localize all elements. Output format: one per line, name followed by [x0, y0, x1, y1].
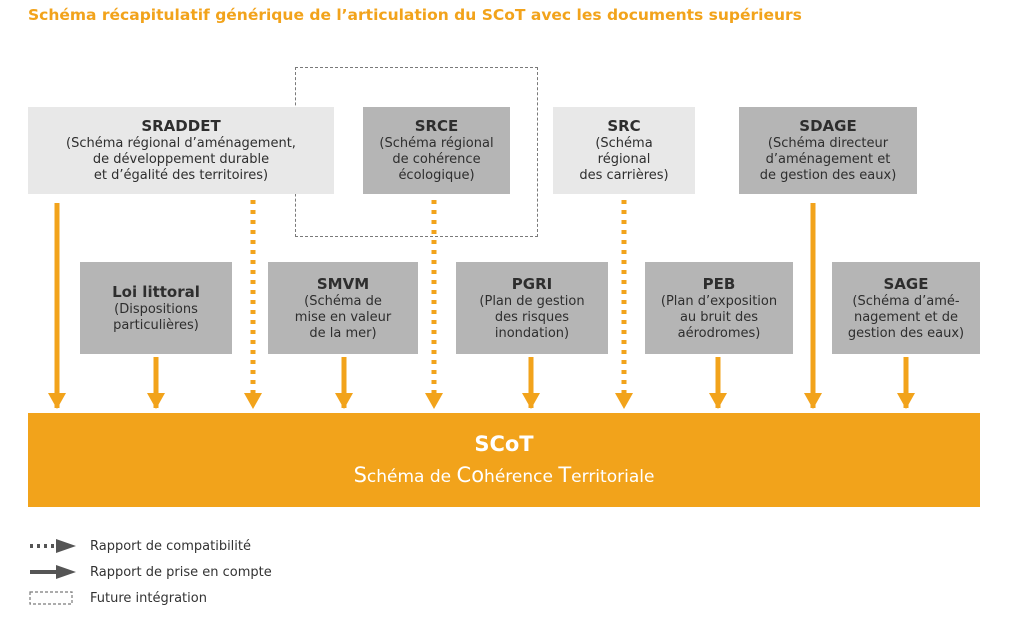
legend-compatibility: Rapport de compatibilité: [28, 537, 251, 555]
scot-bar: SCoT Schéma de Cohérence Territoriale: [28, 413, 980, 507]
scot-subtitle-erritoriale: erritoriale: [571, 467, 655, 487]
box-loi-littoral-subtitle: (Dispositions particulières): [113, 301, 199, 333]
box-srce: SRCE (Schéma régional de cohérence écolo…: [363, 107, 510, 194]
box-peb: PEB (Plan d’exposition au bruit des aéro…: [645, 262, 793, 354]
box-loi-littoral: Loi littoral (Dispositions particulières…: [80, 262, 232, 354]
legend-consideration-label: Rapport de prise en compte: [90, 564, 272, 580]
scot-title: SCoT: [474, 432, 534, 456]
box-smvm: SMVM (Schéma de mise en valeur de la mer…: [268, 262, 418, 354]
box-smvm-subtitle: (Schéma de mise en valeur de la mer): [294, 293, 392, 341]
box-pgri-title: PGRI: [511, 274, 553, 293]
box-loi-littoral-title: Loi littoral: [112, 282, 200, 301]
legend-future: Future intégration: [28, 589, 207, 607]
box-pgri-subtitle: (Plan de gestion des risques inondation): [479, 293, 585, 341]
box-sage: SAGE (Schéma d’amé- nagement et de gesti…: [832, 262, 980, 354]
dashed-frame-icon: [29, 591, 73, 605]
box-sage-subtitle: (Schéma d’amé- nagement et de gestion de…: [847, 293, 965, 341]
box-sraddet-title: SRADDET: [141, 117, 221, 135]
box-sraddet-subtitle: (Schéma régional d’aménagement, de dével…: [66, 136, 296, 183]
scot-subtitle-s: S: [353, 463, 367, 487]
scot-subtitle-co: Co: [456, 463, 485, 487]
box-srce-title: SRCE: [414, 117, 459, 135]
box-sdage: SDAGE (Schéma directeur d’aménagement et…: [739, 107, 917, 194]
scot-subtitle-herence: hérence: [484, 467, 559, 487]
diagram-title: Schéma récapitulatif générique de l’arti…: [28, 6, 802, 24]
box-sdage-subtitle: (Schéma directeur d’aménagement et de ge…: [759, 136, 897, 183]
scot-subtitle-chema: chéma de: [366, 467, 457, 487]
box-srce-subtitle: (Schéma régional de cohérence écologique…: [379, 136, 494, 183]
box-smvm-title: SMVM: [316, 274, 370, 293]
legend-future-label: Future intégration: [90, 590, 207, 606]
dotted-arrow-icon: [30, 539, 76, 553]
box-sdage-title: SDAGE: [799, 117, 857, 135]
solid-arrow-icon: [30, 565, 76, 579]
box-sage-title: SAGE: [883, 274, 929, 293]
scot-subtitle: Schéma de Cohérence Territoriale: [354, 462, 655, 490]
box-src: SRC (Schéma régional des carrières): [553, 107, 695, 194]
box-pgri: PGRI (Plan de gestion des risques inonda…: [456, 262, 608, 354]
box-sraddet: SRADDET (Schéma régional d’aménagement, …: [28, 107, 334, 194]
legend-consideration: Rapport de prise en compte: [28, 563, 272, 581]
legend-compatibility-label: Rapport de compatibilité: [90, 538, 252, 554]
box-peb-title: PEB: [702, 274, 736, 293]
box-peb-subtitle: (Plan d’exposition au bruit des aérodrom…: [660, 293, 778, 341]
scot-subtitle-t: T: [558, 463, 572, 487]
box-src-subtitle: (Schéma régional des carrières): [579, 136, 669, 183]
box-src-title: SRC: [607, 117, 641, 135]
